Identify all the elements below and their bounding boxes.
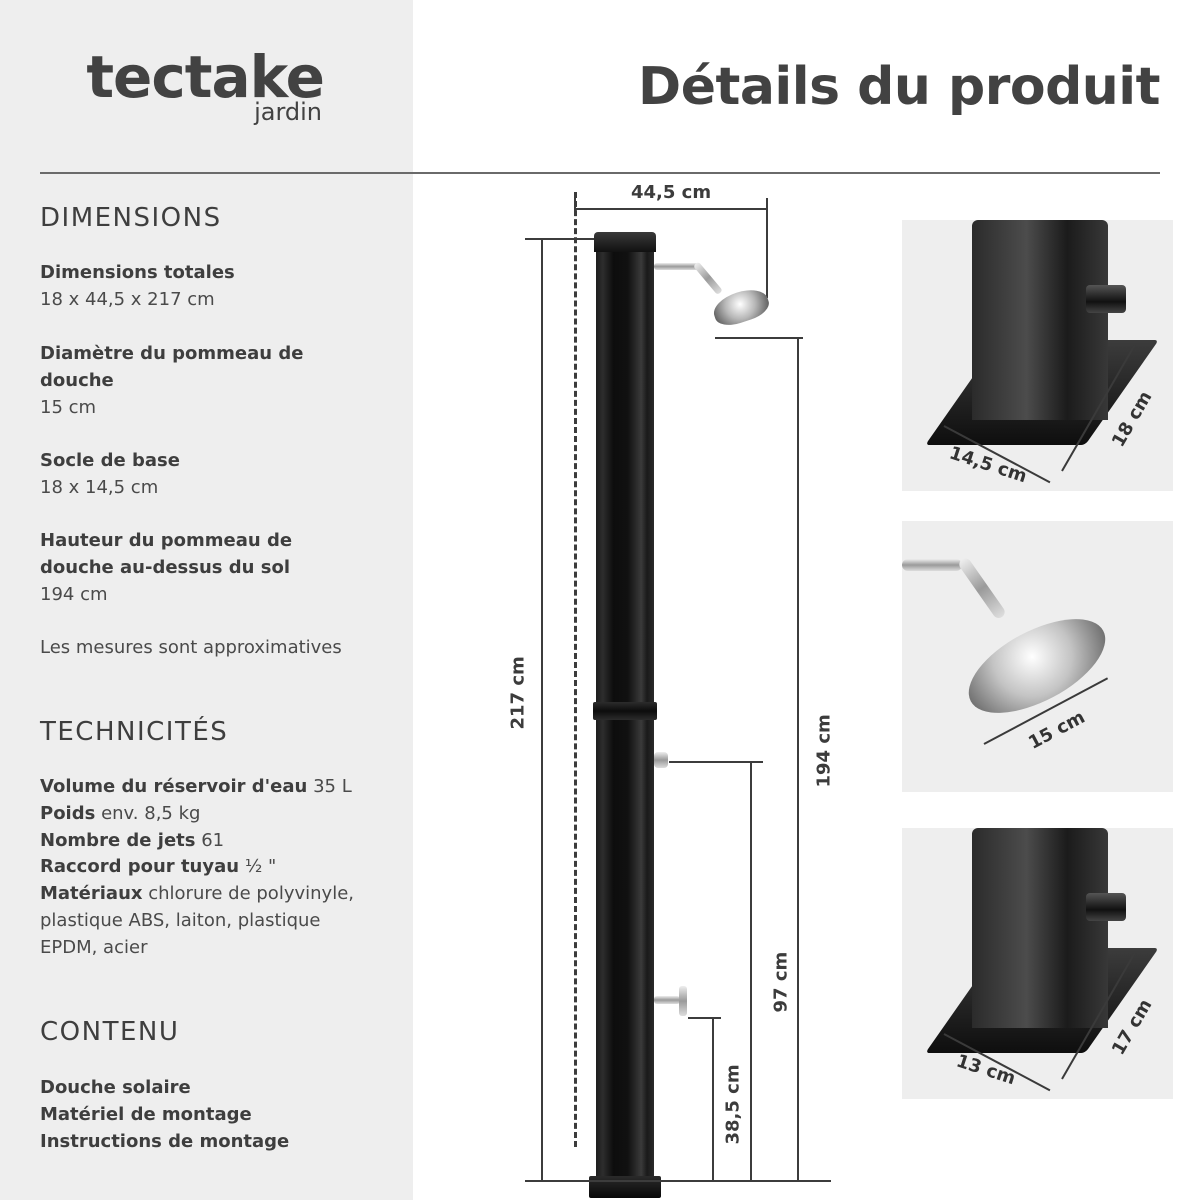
hose-connector-icon — [1086, 285, 1126, 313]
thumbnail-shower-head: 15 cm — [902, 521, 1173, 792]
spec-label: Diamètre du pommeau de — [40, 343, 304, 364]
contents-heading: CONTENU — [40, 1017, 180, 1047]
dimension-tick — [688, 1017, 721, 1019]
tech-item-volume: Volume du réservoir d'eau 35 L — [40, 776, 352, 797]
spec-value: 15 cm — [40, 397, 97, 418]
tank-column-icon — [972, 220, 1108, 420]
dimension-tick — [766, 198, 768, 298]
centerline-dashed — [574, 192, 577, 1147]
lower-tap-height-label: 38,5 cm — [722, 1064, 744, 1145]
spec-value: 194 cm — [40, 584, 108, 605]
brand-sub: jardin — [254, 98, 322, 126]
product-dimension-diagram: 44,5 cm 217 cm 194 cm 97 cm 38,5 cm — [413, 174, 893, 1200]
lower-tap-icon — [654, 996, 680, 1004]
shower-arm-icon — [902, 559, 962, 571]
contents-item: Matériel de montage — [40, 1103, 252, 1125]
shower-arm-icon — [654, 263, 699, 270]
upper-tap-height-line — [750, 761, 752, 1182]
ground-line — [525, 1180, 831, 1182]
tech-item-materials-cont: plastique ABS, laiton, plastique — [40, 909, 321, 931]
tech-item-jets: Nombre de jets 61 — [40, 829, 225, 851]
tech-item-hose-connector: Raccord pour tuyau ½ " — [40, 856, 277, 878]
contents-item: Instructions de montage — [40, 1130, 290, 1152]
dimensions-heading: DIMENSIONS — [40, 203, 222, 233]
shower-head-icon — [954, 599, 1120, 733]
spec-total-dimensions: Dimensions totales 18 x 44,5 x 217 cm — [40, 259, 400, 313]
tank-column-icon — [972, 828, 1108, 1028]
upper-tap-height-label: 97 cm — [770, 951, 792, 1013]
brand-name: tectake — [86, 43, 325, 111]
spec-shower-head-diameter: Diamètre du pommeau de douche 15 cm — [40, 340, 400, 421]
shower-height-label: 194 cm — [813, 714, 835, 788]
spec-label: douche au-dessus du sol — [40, 557, 290, 578]
spec-shower-height: Hauteur du pommeau de douche au-dessus d… — [40, 527, 400, 608]
tech-item-materials-cont: EPDM, acier — [40, 936, 148, 958]
contents-item: Douche solaire — [40, 1077, 191, 1098]
technical-heading: TECHNICITÉS — [40, 717, 229, 747]
tank-cap — [594, 232, 656, 252]
spec-label: Socle de base — [40, 450, 180, 471]
spec-value: 18 x 44,5 x 217 cm — [40, 289, 215, 310]
hose-connector-icon — [1086, 893, 1126, 921]
spec-label: douche — [40, 370, 114, 391]
shower-height-line — [797, 337, 799, 1182]
thumbnail-base-plate-outer: 14,5 cm 18 cm — [902, 220, 1173, 491]
lower-tap-height-line — [712, 1017, 714, 1182]
thumbnail-base-plate-inner: 13 cm 17 cm — [902, 828, 1173, 1099]
spec-label: Hauteur du pommeau de — [40, 530, 293, 551]
spec-panel — [0, 0, 413, 1200]
shower-arm-bend-icon — [693, 261, 723, 296]
shower-arm-bend-icon — [957, 556, 1007, 621]
header-divider — [40, 172, 1160, 174]
brand-logo: tectake jardin — [86, 46, 325, 131]
lower-tap-spout-icon — [679, 986, 687, 1016]
technical-list: Volume du réservoir d'eau 35 L Poids env… — [40, 774, 405, 962]
total-height-label: 217 cm — [507, 656, 529, 730]
page-title: Détails du produit — [638, 57, 1160, 117]
tech-item-materials: Matériaux chlorure de polyvinyle, — [40, 883, 354, 905]
tank-joint — [593, 702, 657, 720]
upper-tap-icon — [654, 752, 668, 768]
dimension-tick — [715, 337, 803, 339]
spec-label: Dimensions totales — [40, 262, 235, 283]
dimension-tick — [669, 761, 763, 763]
thumb-diameter-label: 15 cm — [1025, 706, 1089, 754]
tech-item-weight: Poids env. 8,5 kg — [40, 802, 201, 824]
width-dimension-line — [575, 208, 768, 210]
dimension-tick — [525, 238, 598, 240]
total-height-line — [541, 238, 543, 1182]
contents-list: Douche solaire Matériel de montage Instr… — [40, 1075, 289, 1155]
spec-value: 18 x 14,5 cm — [40, 477, 159, 498]
approximate-note: Les mesures sont approximatives — [40, 637, 342, 658]
width-dimension-label: 44,5 cm — [631, 182, 712, 203]
spec-base: Socle de base 18 x 14,5 cm — [40, 447, 400, 501]
